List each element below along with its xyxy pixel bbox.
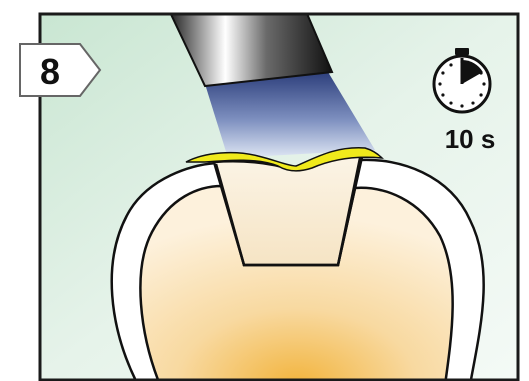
timer-tick (479, 93, 482, 96)
step-number: 8 (40, 51, 60, 92)
timer-tick (438, 82, 441, 85)
timer-tick (482, 82, 485, 85)
timer-tick (471, 101, 474, 104)
timer-tick (460, 104, 463, 107)
timer-tick (441, 71, 444, 74)
timer-tick (479, 71, 482, 74)
timer-tick (460, 60, 463, 63)
timer-tick (441, 93, 444, 96)
timer-tick (449, 101, 452, 104)
timer-tick (449, 63, 452, 66)
timer-label: 10 s (445, 124, 496, 154)
timer-tick (471, 63, 474, 66)
